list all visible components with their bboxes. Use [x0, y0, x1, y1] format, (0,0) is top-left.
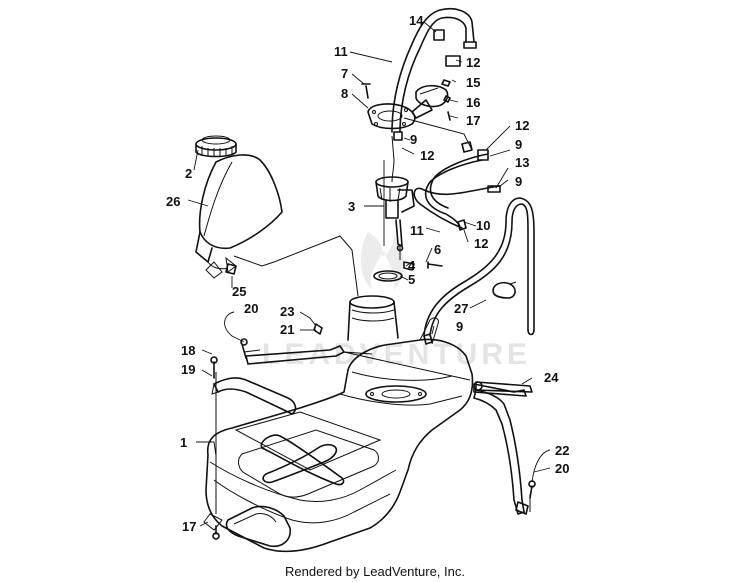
- callout-6: 6: [434, 242, 441, 257]
- callout-20: 20: [555, 461, 569, 476]
- callout-19: 19: [181, 362, 195, 377]
- callout-labels: 14 11 12 7 15 8 16 17 12 9 9 12 13 2 9 2…: [166, 13, 569, 534]
- callout-12: 12: [420, 148, 434, 163]
- seal-ring: [373, 270, 403, 282]
- callout-11: 11: [410, 223, 424, 238]
- callout-9: 9: [515, 174, 522, 189]
- callout-13: 13: [515, 155, 529, 170]
- callout-2: 2: [185, 166, 192, 181]
- callout-22: 22: [555, 443, 569, 458]
- watermark: LEADVENTURE: [262, 232, 527, 371]
- callout-24: 24: [544, 370, 559, 385]
- render-credit: Rendered by LeadVenture, Inc.: [285, 564, 465, 579]
- fuel-hoses: [391, 7, 535, 393]
- callout-16: 16: [466, 95, 480, 110]
- callout-26: 26: [166, 194, 180, 209]
- callout-12: 12: [466, 55, 480, 70]
- callout-12: 12: [515, 118, 529, 133]
- callout-3: 3: [348, 199, 355, 214]
- fuel-cap: [195, 135, 237, 158]
- assembly-guide-lines: [215, 235, 531, 514]
- callout-9: 9: [456, 319, 463, 334]
- callout-11: 11: [334, 44, 348, 59]
- callout-20: 20: [244, 301, 258, 316]
- callout-18: 18: [181, 343, 195, 358]
- callout-7: 7: [341, 66, 348, 81]
- callout-15: 15: [466, 75, 480, 90]
- callout-9: 9: [410, 132, 417, 147]
- heat-shield: [195, 154, 283, 279]
- callout-leader-lines: [187, 21, 551, 527]
- callout-9: 9: [515, 137, 522, 152]
- callout-8: 8: [341, 86, 348, 101]
- callout-27: 27: [454, 301, 468, 316]
- callout-10: 10: [476, 218, 490, 233]
- tank-strap-left: [211, 377, 297, 415]
- callout-23: 23: [280, 304, 294, 319]
- callout-17: 17: [182, 519, 196, 534]
- fuel-pump-assembly: [375, 135, 415, 252]
- callout-12: 12: [474, 236, 488, 251]
- tank-strap-right: [473, 383, 529, 515]
- fuel-tank: [205, 295, 474, 553]
- callout-4: 4: [408, 258, 416, 273]
- callout-25: 25: [232, 284, 246, 299]
- callout-17: 17: [466, 113, 480, 128]
- callout-5: 5: [408, 272, 415, 287]
- fasteners: [203, 55, 536, 540]
- callout-14: 14: [409, 13, 424, 28]
- callout-21: 21: [280, 322, 294, 337]
- callout-1: 1: [180, 435, 187, 450]
